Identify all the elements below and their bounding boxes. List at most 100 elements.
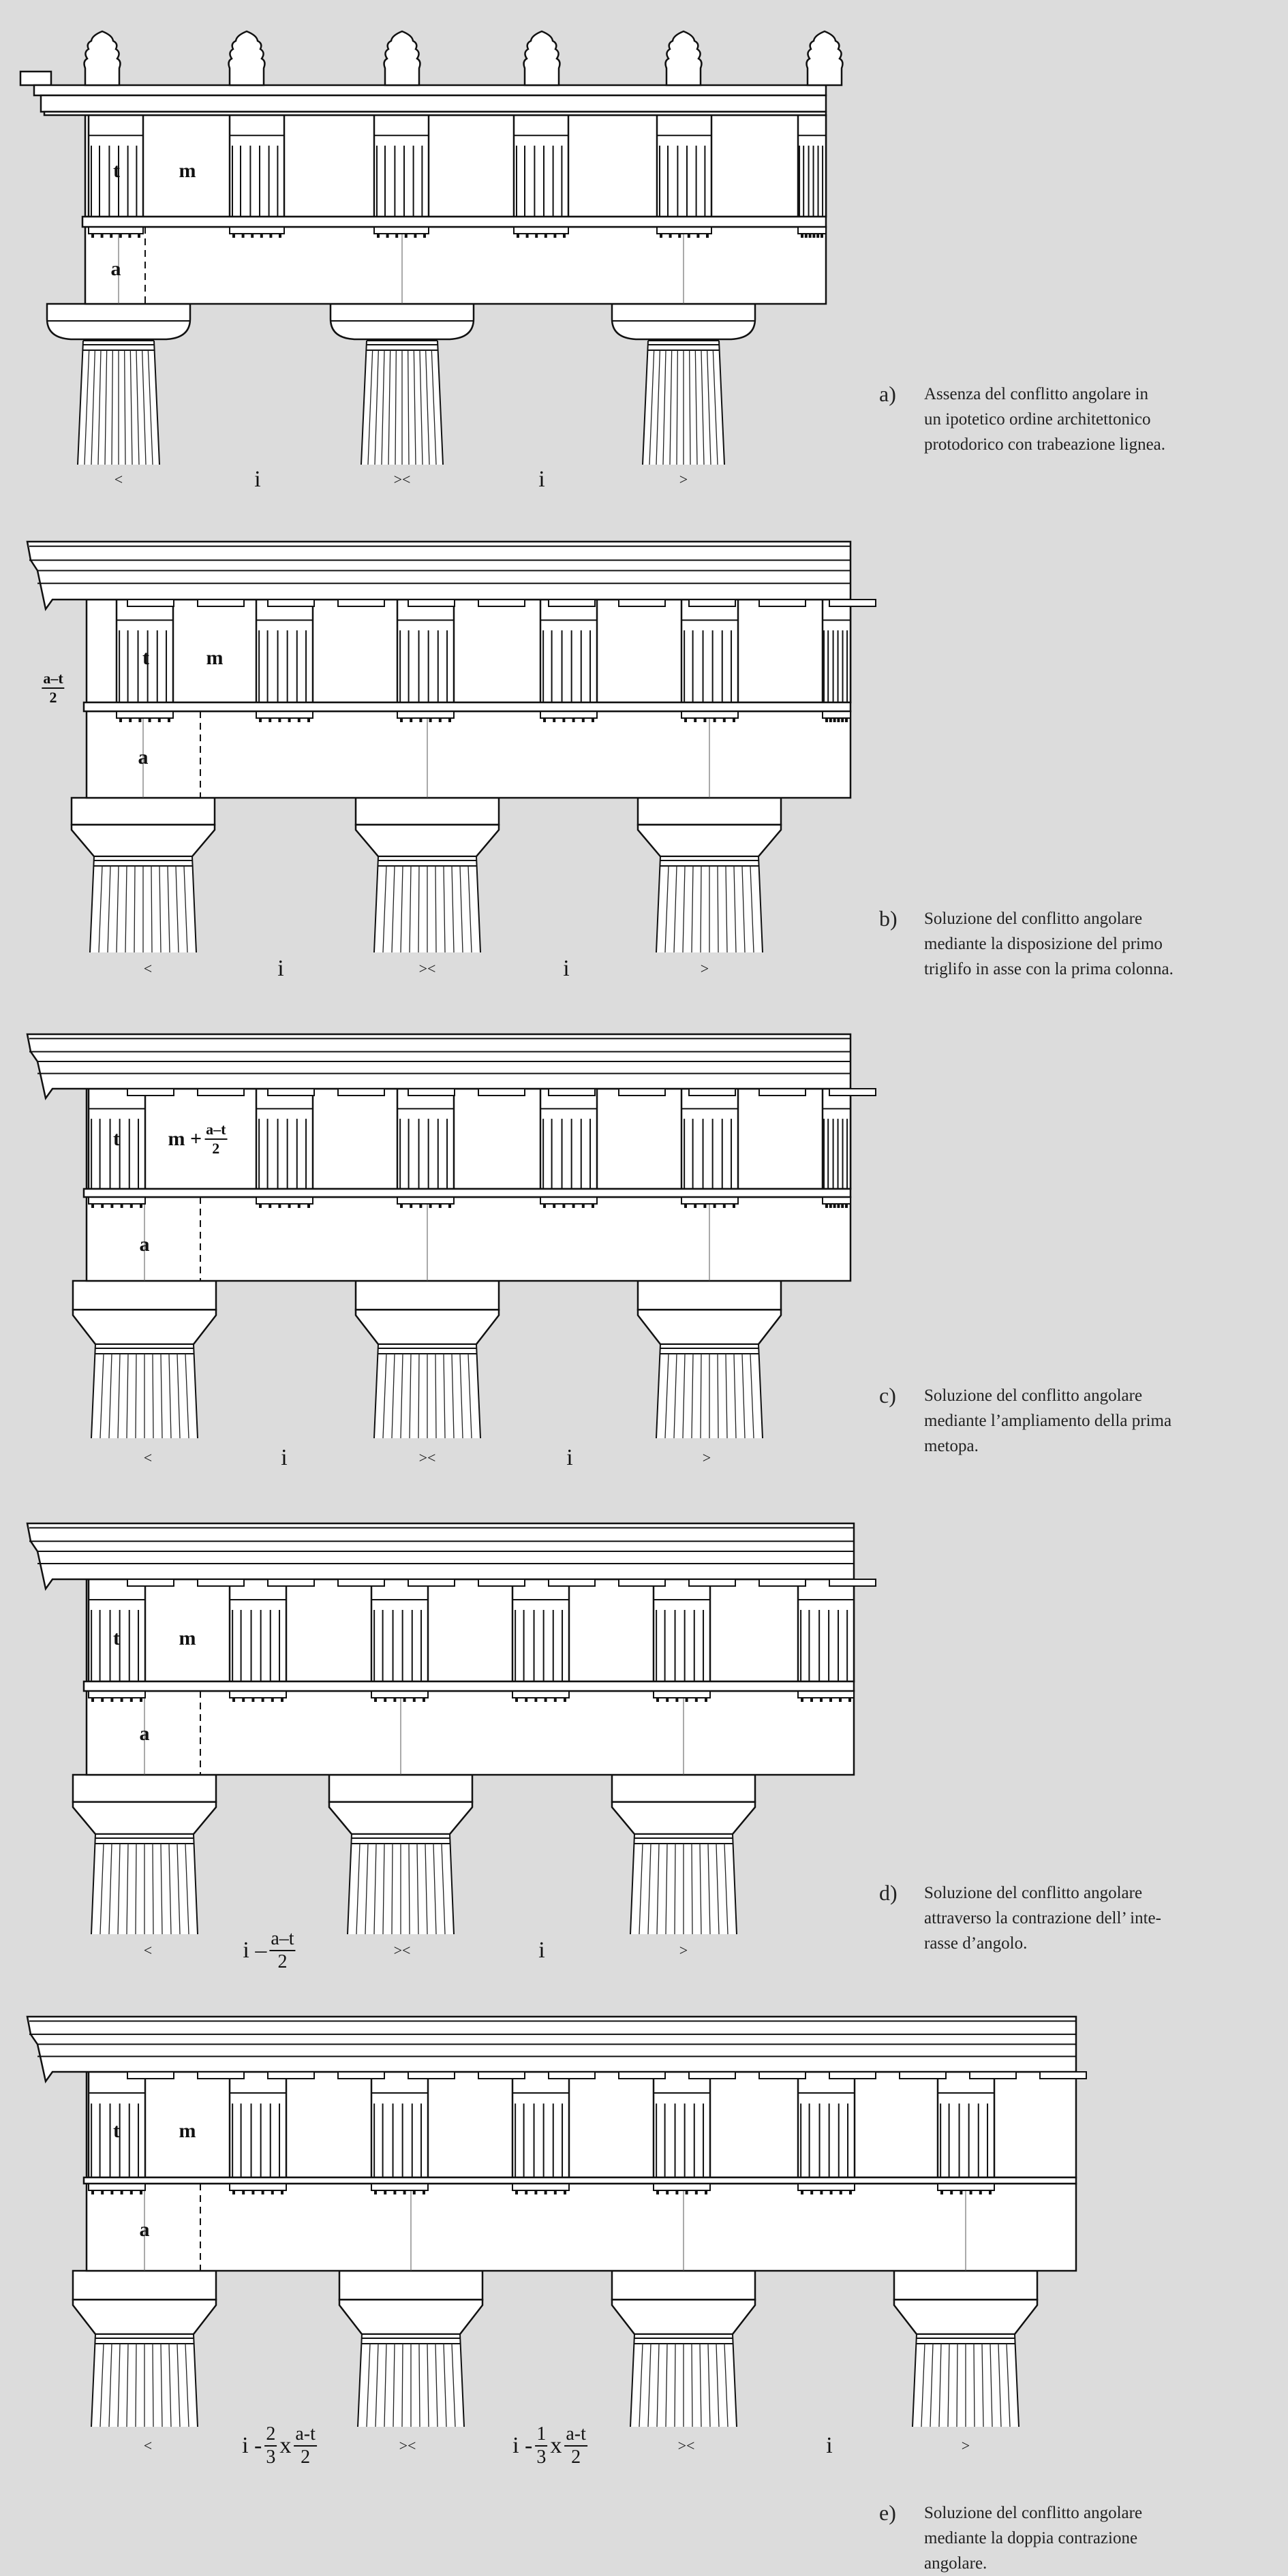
column — [611, 2269, 756, 2427]
interaxis-prefix: i – — [243, 1938, 267, 1963]
caption-line: Soluzione del conflitto angolare — [924, 2504, 1143, 2522]
taenia — [82, 2176, 1077, 2185]
triglyph-body — [255, 1087, 314, 1190]
annulets — [77, 340, 160, 465]
regula — [229, 2183, 287, 2191]
triglyph — [396, 598, 455, 722]
annulets — [373, 1344, 481, 1439]
echinus — [328, 1801, 474, 1835]
triglyph-body — [511, 2070, 570, 2179]
triglyph — [511, 2070, 570, 2194]
interaxis-text: > — [679, 471, 688, 488]
mutule — [688, 1579, 736, 1587]
triglyph-glyphs — [232, 1610, 281, 1681]
triglyph-glyphs — [91, 1119, 140, 1189]
regula — [822, 711, 851, 719]
architrave — [85, 1690, 855, 1776]
column — [72, 1279, 217, 1439]
interaxis-text: i — [826, 2433, 833, 2458]
mutule — [408, 1088, 455, 1096]
triglyph-body — [87, 2070, 147, 2179]
guttae — [232, 1698, 283, 1702]
shaft-flutes — [664, 1353, 754, 1439]
mutule — [408, 1579, 455, 1587]
architrave — [84, 226, 827, 305]
triglyph — [512, 114, 570, 238]
guttae — [232, 234, 281, 238]
cornice-beam — [33, 84, 827, 97]
mutule — [127, 2071, 174, 2079]
column — [611, 1773, 756, 1935]
fraction-numerator: 1 — [535, 2425, 548, 2447]
triglyph-glyphs — [656, 2103, 705, 2177]
regula — [681, 1196, 739, 1205]
mutule — [478, 1579, 525, 1587]
caption-line: protodorico con trabeazione lignea. — [924, 435, 1166, 454]
mutule — [337, 2071, 385, 2079]
dimension-label-t: t — [113, 159, 120, 183]
regula — [229, 1690, 287, 1698]
triglyph-glyphs — [119, 630, 168, 702]
guttae — [400, 1204, 451, 1208]
regula — [88, 1196, 146, 1205]
triglyph-glyphs — [800, 1610, 848, 1681]
triglyph — [797, 1578, 855, 1702]
mutule — [267, 599, 315, 607]
interaxis-label: i — [277, 956, 283, 982]
triglyph-glyphs — [91, 145, 138, 217]
guttae — [515, 1698, 566, 1702]
interaxis-text: i — [254, 467, 261, 492]
caption-line: metopa. — [924, 1437, 979, 1455]
annulets — [91, 2333, 198, 2427]
panel-c-drawing — [26, 1033, 876, 1439]
triglyph-glyphs — [258, 630, 307, 702]
interaxis-label: i — [566, 1445, 572, 1471]
fraction-denominator: 2 — [301, 2447, 311, 2468]
shaft-flutes — [84, 350, 153, 465]
regula — [373, 226, 429, 234]
interaxis-label: >< — [394, 471, 411, 488]
regula — [256, 711, 313, 719]
interaxis-text: i — [538, 1938, 545, 1963]
interaxis-text: >< — [393, 471, 411, 488]
annulets — [373, 856, 481, 953]
abacus — [338, 2269, 484, 2301]
triglyph-glyphs — [823, 1119, 848, 1189]
echinus — [637, 824, 782, 858]
triglyph-body — [652, 2070, 711, 2179]
triglyph — [255, 598, 314, 722]
caption-line: Assenza del conflitto angolare in — [924, 385, 1149, 403]
fraction-numerator: a–t — [204, 1122, 228, 1140]
shaft-flutes — [356, 1843, 446, 1935]
regula — [513, 226, 569, 234]
regula — [256, 1196, 313, 1205]
interaxis-label: > — [703, 1449, 711, 1467]
triglyph-body — [396, 1087, 455, 1190]
abacus — [611, 1773, 756, 1803]
echinus — [72, 1309, 217, 1346]
guttae — [91, 1204, 142, 1208]
fraction-numerator: 2 — [264, 2425, 277, 2447]
triglyph-glyphs — [91, 1610, 140, 1681]
interaxis-text: >< — [399, 2437, 416, 2454]
dimension-label-t: t — [113, 1128, 120, 1151]
caption-line: attraverso la contrazione dell’ inte- — [924, 1909, 1161, 1927]
abacus — [72, 2269, 217, 2301]
triglyph-body — [539, 598, 598, 704]
guttae — [825, 718, 848, 722]
caption-line: Soluzione del conflitto angolare — [924, 1386, 1143, 1405]
dimension-m-text: m — [179, 2120, 196, 2142]
echinus — [893, 2299, 1039, 2336]
guttae — [91, 1698, 142, 1702]
caption-line: mediante la doppia contrazione — [924, 2529, 1138, 2547]
mutule — [337, 1579, 385, 1587]
guttae — [684, 718, 735, 722]
annulets — [347, 1833, 455, 1935]
dimension-t-text: t — [113, 1128, 120, 1150]
mutule — [197, 2071, 245, 2079]
annulets — [361, 340, 444, 465]
panel-a-drawing — [19, 30, 844, 465]
